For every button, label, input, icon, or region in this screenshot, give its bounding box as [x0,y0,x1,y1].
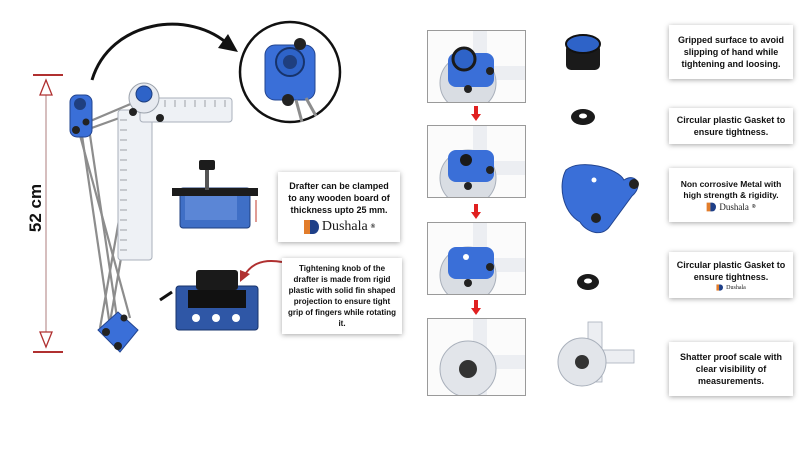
step-photo-4 [427,318,526,398]
zoom-arrow-head [218,34,238,52]
metal-plate-icon [561,164,639,234]
protractor-head [128,82,164,122]
zoom-arrow [90,22,232,81]
brand-name-3: Dushala [726,284,746,291]
step-photo-2 [427,125,526,207]
feature-text-1: Gripped surface to avoid slipping of han… [677,35,785,69]
registered-mark: ® [370,223,376,230]
feature-card-1: Gripped surface to avoid slipping of han… [669,25,793,79]
brand-name: Dushala [321,218,368,234]
gasket-2-icon [577,274,599,290]
registered-mark-2: ® [751,203,756,210]
brand-logo-2: Dushala® [706,201,756,212]
feature-text-5: Shatter proof scale with clear visibilit… [679,352,783,386]
dushala-logo-icon [716,284,724,291]
clamp-callout-text: Drafter can be clamped to any wooden boa… [288,180,390,215]
knob-arrow-head [240,270,250,282]
feature-card-5: Shatter proof scale with clear visibilit… [669,342,793,396]
knob-callout: Tightening knob of the drafter is made f… [282,258,402,334]
zoom-detail [238,20,342,124]
brand-logo-3: Dushala [716,284,746,291]
upper-joint [69,94,93,138]
feature-card-3: Non corrosive Metal with high strength &… [669,168,793,222]
dushala-logo-icon [707,202,717,211]
height-dimension [33,74,63,353]
feature-card-4: Circular plastic Gasket to ensure tightn… [669,252,793,298]
drafter-illustration [33,20,342,353]
dushala-logo-icon [303,219,319,234]
step-photo-1-art [439,31,525,112]
knob-callout-text: Tightening knob of the drafter is made f… [288,264,396,328]
step-photo-3 [427,222,526,304]
lower-joint [97,311,139,353]
feature-text-4: Circular plastic Gasket to ensure tightn… [676,260,786,282]
knob-photo [159,270,259,331]
step-photo-4-art [439,319,525,398]
step-arrow-1 [471,114,481,121]
step-photo-2-art [439,126,525,207]
step-photo-1 [427,30,526,112]
feature-text-3: Non corrosive Metal with high strength &… [680,178,782,200]
brand-name-2: Dushala [719,201,749,212]
scale-part-icon [557,321,635,387]
step-arrow-3 [471,308,481,315]
knob-part-icon [565,34,601,70]
clamp-callout: Drafter can be clamped to any wooden boa… [278,172,400,242]
brand-logo: Dushala® [303,219,375,235]
step-photo-3-art [439,223,525,304]
parts-column [557,34,639,387]
feature-text-2: Circular plastic Gasket to ensure tightn… [676,115,786,137]
feature-card-2: Circular plastic Gasket to ensure tightn… [669,108,793,144]
gasket-icon [571,109,595,125]
step-arrow-2 [471,212,481,219]
clamp-photo [172,160,258,229]
